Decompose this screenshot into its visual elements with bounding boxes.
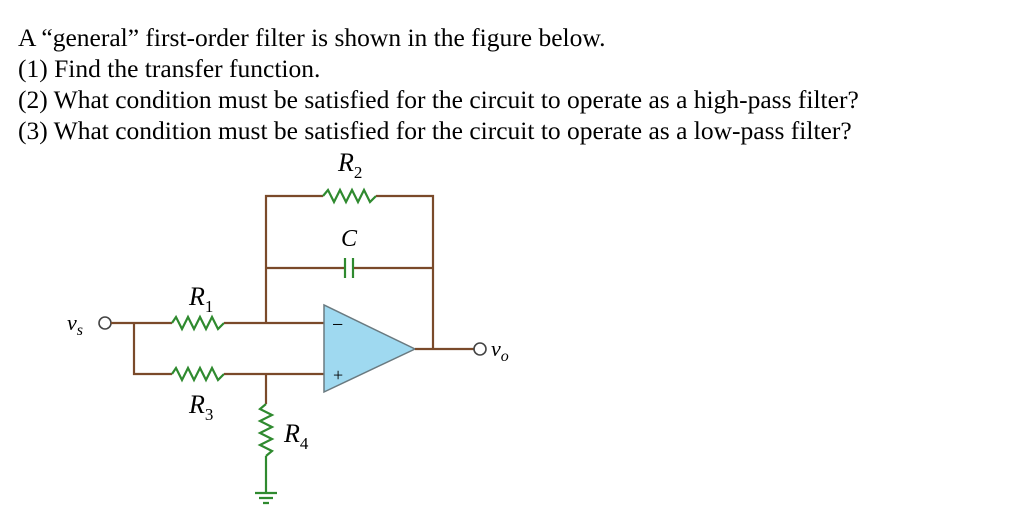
vs-terminal (98, 316, 112, 330)
r1-resistor (171, 314, 225, 332)
ground-symbol (255, 491, 277, 505)
output-branch (415, 342, 487, 356)
vs-label: vs (67, 310, 83, 339)
r4-branch (255, 374, 277, 505)
op-amp-plus-sign: + (333, 365, 343, 385)
vo-terminal (473, 342, 487, 356)
r1-label: R1 (188, 282, 213, 316)
r3-resistor (171, 365, 225, 383)
question-intro: A “general” first-order filter is shown … (18, 23, 606, 52)
op-amp: − + (323, 303, 417, 394)
r3-label: R3 (188, 390, 213, 424)
c-label: C (341, 226, 358, 252)
question-part-1: (1) Find the transfer function. (18, 54, 321, 83)
capacitor (343, 258, 355, 278)
r2-label: R2 (337, 148, 362, 182)
r2-branch (264, 187, 435, 349)
r2-resistor (322, 187, 377, 205)
c-branch (266, 258, 433, 278)
r3-branch (132, 323, 324, 383)
question-part-2: (2) What condition must be satisfied for… (18, 85, 859, 114)
r4-resistor (257, 403, 275, 457)
op-amp-minus-sign: − (332, 314, 343, 336)
op-amp-body (323, 303, 417, 394)
r1-branch (98, 314, 324, 332)
question-part-3: (3) What condition must be satisfied for… (18, 116, 852, 145)
question-text: A “general” first-order filter is shown … (18, 22, 859, 146)
r4-label: R4 (283, 419, 309, 453)
vo-label: vo (491, 336, 509, 365)
